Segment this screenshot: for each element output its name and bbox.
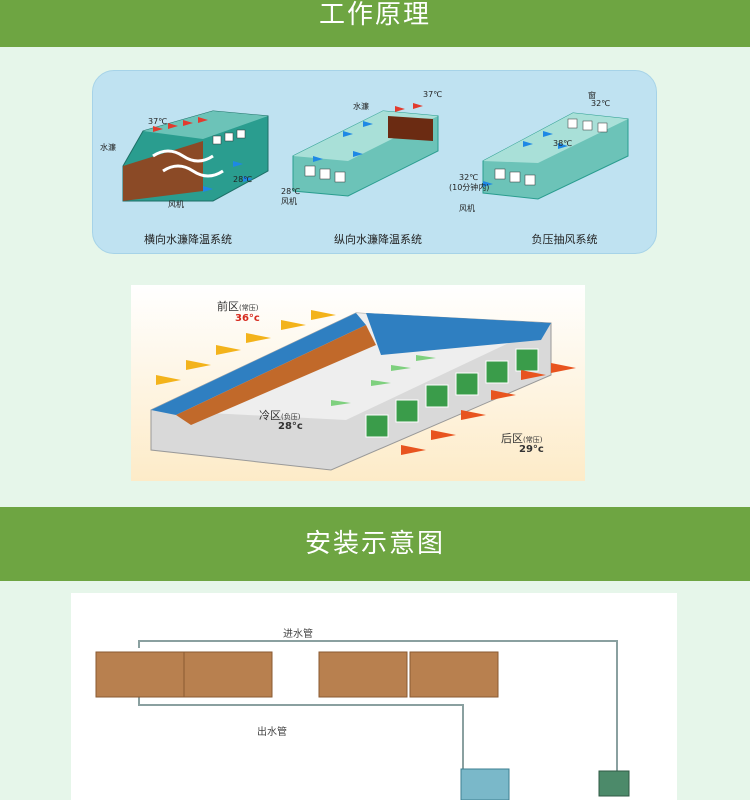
installation-illustration — [95, 640, 630, 800]
label-fan: 风机 — [168, 200, 184, 209]
zone-cold-label: 冷区(负压) — [259, 409, 301, 422]
zone-diagram: 前区(常压) 36°c 冷区(负压) 28°c 后区(常压) 29°c — [131, 285, 585, 481]
section-title: 工作原理 — [318, 0, 431, 30]
inlet-pipe-label: 进水管 — [283, 629, 313, 640]
horizontal-curtain-illustration — [122, 110, 269, 202]
diagram-caption: 负压抽风系统 — [531, 233, 598, 246]
section-header-principle: 工作原理 — [0, 0, 750, 47]
section-header-installation: 安装示意图 — [0, 507, 750, 581]
label-temp-inside: 38℃ — [553, 139, 573, 148]
label-temp-out: 32℃ — [459, 173, 479, 182]
negative-pressure-illustration — [482, 112, 629, 200]
zone-front-temp: 36°c — [235, 313, 260, 324]
label-duration: (10分钟内) — [449, 183, 490, 192]
zone-rear-label: 后区(常压) — [501, 432, 543, 445]
label-window: 窗 — [588, 91, 596, 100]
label-water-curtain: 水濂 — [100, 143, 116, 152]
label-temp-window: 32℃ — [591, 99, 611, 108]
label-temp-hot: 37℃ — [148, 117, 168, 126]
label-water-curtain: 水濂 — [353, 102, 369, 111]
zone-illustration — [131, 285, 585, 481]
label-temp-cool: 28℃ — [233, 175, 253, 184]
label-temp-cool: 28℃ — [281, 187, 301, 196]
system-diagrams-panel: 37℃ 水濂 28℃ 风机 横向水濂降温系统 水濂 37℃ 28℃ 风机 纵向水… — [92, 70, 657, 254]
diagram-vertical-curtain: 水濂 37℃ 28℃ 风机 纵向水濂降温系统 — [281, 71, 473, 253]
diagram-negative-pressure: 窗 32℃ 38℃ 32℃ (10分钟内) 风机 负压抽风系统 — [449, 71, 656, 253]
zone-front-label: 前区(常压) — [217, 300, 259, 313]
outlet-pipe-label: 出水管 — [257, 727, 287, 738]
zone-cold-temp: 28°c — [278, 421, 303, 432]
diagram-horizontal-curtain: 37℃ 水濂 28℃ 风机 横向水濂降温系统 — [93, 71, 283, 253]
label-fan: 风机 — [459, 204, 475, 213]
section-title: 安装示意图 — [304, 529, 445, 559]
zone-rear-temp: 29°c — [519, 444, 544, 455]
diagram-caption: 横向水濂降温系统 — [144, 233, 232, 246]
label-temp-hot: 37℃ — [423, 90, 443, 99]
installation-diagram: 进水管 出水管 — [71, 593, 677, 800]
diagram-caption: 纵向水濂降温系统 — [334, 233, 422, 246]
label-fan: 风机 — [281, 197, 297, 206]
vertical-curtain-illustration — [292, 103, 439, 197]
